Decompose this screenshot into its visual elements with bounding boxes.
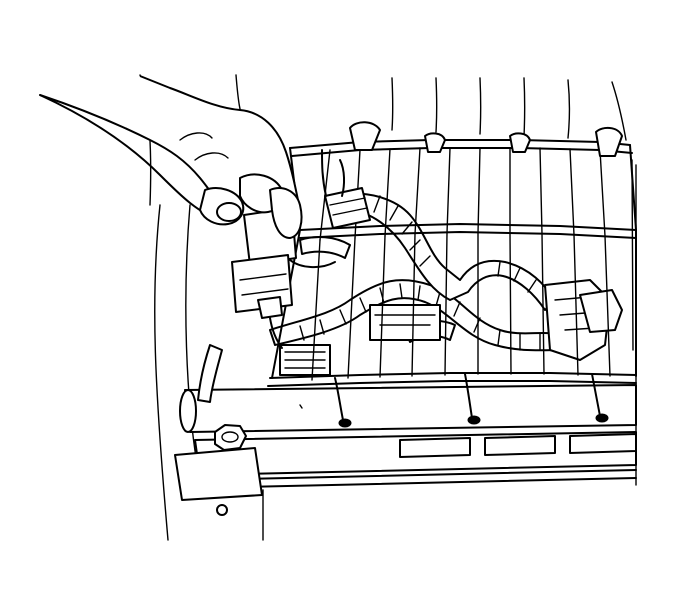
rack-hooks — [334, 373, 609, 428]
electrical-connector — [231, 149, 371, 349]
mounting-bolt — [214, 424, 247, 451]
shelf-clips — [349, 121, 623, 157]
support-bracket — [174, 344, 263, 516]
hand — [39, 75, 303, 239]
wire-rack-shelf — [267, 139, 637, 387]
mounting-rail — [179, 384, 637, 489]
